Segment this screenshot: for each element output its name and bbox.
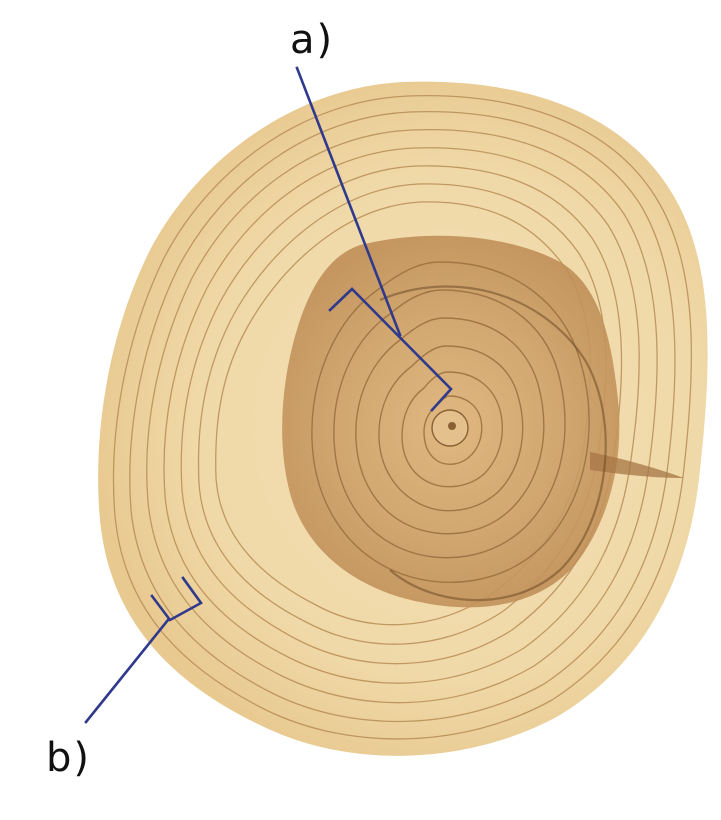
pith-center (448, 422, 456, 430)
radial-crack (590, 452, 684, 478)
annotation-a-pointer (295, 66, 453, 412)
outer-growth-rings (112, 94, 693, 740)
label-b: b) (46, 735, 91, 781)
annotation-b-pointer (84, 576, 203, 724)
dark-latewood-ring (379, 285, 607, 602)
label-a: a) (290, 17, 335, 63)
